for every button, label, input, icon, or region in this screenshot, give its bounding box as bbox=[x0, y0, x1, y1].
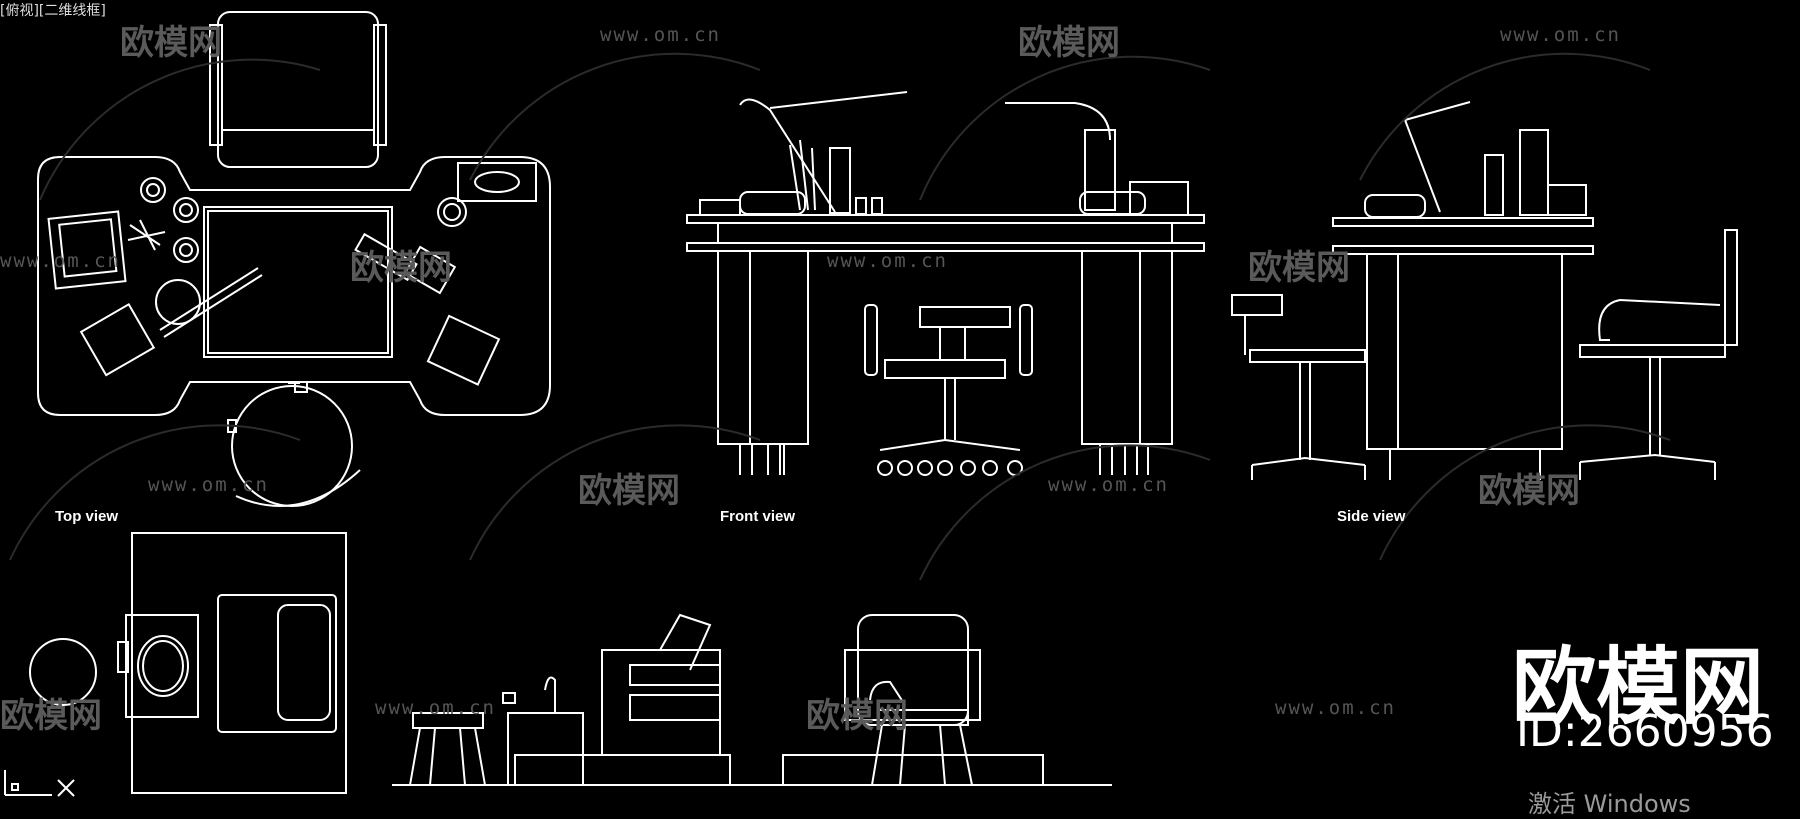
desk-outline-top bbox=[37, 156, 551, 416]
watermark-url: www.om.cn bbox=[148, 474, 269, 496]
desk-top-front bbox=[686, 214, 1205, 224]
watermark-brand: 欧模网 bbox=[806, 696, 908, 736]
watermark-brand: 欧模网 bbox=[1018, 23, 1120, 63]
watermark-brand: 欧模网 bbox=[0, 696, 102, 736]
watermark-brand: 欧模网 bbox=[350, 248, 452, 288]
watermark-url: www.om.cn bbox=[0, 250, 121, 272]
viewport-label[interactable]: [俯视][二维线框] bbox=[0, 3, 106, 19]
watermark-url: www.om.cn bbox=[1500, 24, 1621, 46]
watermark-url: www.om.cn bbox=[1048, 474, 1169, 496]
watermark-brand: 欧模网 bbox=[578, 471, 680, 511]
chair-top-back bbox=[217, 11, 379, 168]
desk-pad bbox=[203, 206, 393, 358]
side-view-drawing bbox=[1231, 101, 1738, 480]
view-label-top: Top view bbox=[55, 508, 119, 525]
watermark-arcs bbox=[9, 52, 1671, 581]
watermark-brand: 欧模网 bbox=[120, 23, 222, 63]
view-label-side: Side view bbox=[1337, 508, 1406, 525]
brand-logo-text: 欧模网 bbox=[1512, 638, 1765, 736]
plan-lower-drawing bbox=[29, 532, 347, 794]
front-view-drawing bbox=[686, 91, 1205, 476]
close-icon[interactable] bbox=[57, 779, 75, 797]
watermark-url: www.om.cn bbox=[827, 250, 948, 272]
elevation-lower-drawing bbox=[392, 613, 1112, 786]
watermark-url: www.om.cn bbox=[600, 24, 721, 46]
watermark-brand: 欧模网 bbox=[1248, 248, 1350, 288]
watermark-url: www.om.cn bbox=[375, 697, 496, 719]
watermark-url: www.om.cn bbox=[1275, 697, 1396, 719]
view-label-front: Front view bbox=[720, 508, 796, 525]
ucs-axis-icon bbox=[4, 770, 52, 796]
windows-activation-notice[interactable]: 激活 Windows bbox=[1528, 790, 1691, 818]
brand-id: ID:2660956 bbox=[1516, 706, 1774, 757]
watermark-brand: 欧模网 bbox=[1478, 471, 1580, 511]
